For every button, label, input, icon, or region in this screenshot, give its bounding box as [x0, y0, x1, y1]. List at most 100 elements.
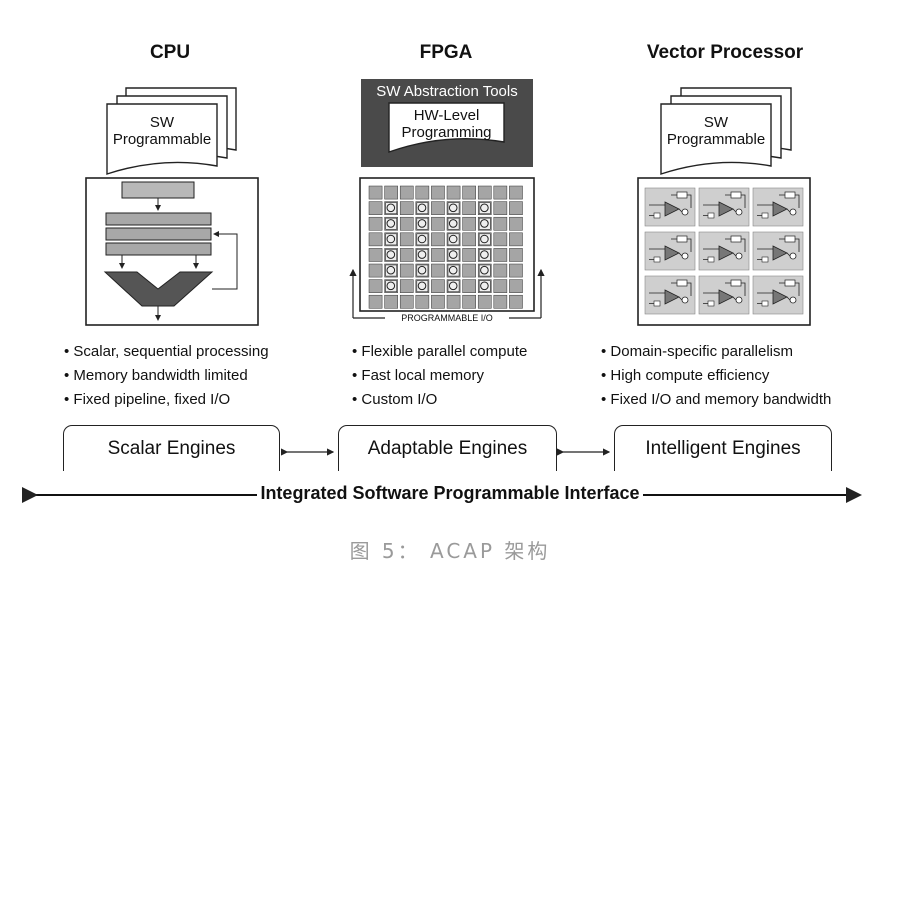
fpga-cell — [493, 294, 508, 309]
fpga-banner-label: SW Abstraction Tools — [376, 83, 518, 100]
fpga-cell — [493, 185, 508, 200]
vector-tile — [698, 187, 750, 227]
fpga-cell — [509, 279, 523, 293]
vector-tile — [752, 231, 804, 271]
fpga-cell — [509, 294, 523, 309]
list-item: Flexible parallel compute — [352, 340, 527, 364]
cpu-title: CPU — [149, 42, 191, 63]
list-item: Domain-specific parallelism — [601, 340, 831, 364]
fpga-cell — [462, 185, 476, 200]
fpga-cell — [399, 294, 414, 309]
fpga-cell — [477, 185, 492, 200]
fpga-cell — [368, 185, 383, 200]
fpga-cell — [477, 248, 492, 262]
vector-tile — [752, 275, 804, 315]
list-item: Custom I/O — [352, 388, 527, 412]
fpga-cell — [493, 248, 508, 262]
fpga-cell — [509, 263, 523, 278]
interface-label: Integrated Software Programmable Interfa… — [0, 483, 900, 504]
fpga-fabric — [359, 177, 535, 312]
fpga-cell — [399, 232, 414, 247]
fpga-cell — [415, 279, 430, 293]
scalar-engines-block: Scalar Engines — [63, 425, 280, 471]
list-item: Memory bandwidth limited — [64, 364, 269, 388]
fpga-cell — [368, 216, 383, 231]
fpga-cell — [493, 216, 508, 231]
fpga-cell — [509, 201, 523, 215]
list-item: Fast local memory — [352, 364, 527, 388]
fpga-cell — [399, 216, 414, 231]
fpga-cell — [477, 201, 492, 215]
fpga-cell — [431, 185, 445, 200]
fpga-cell — [384, 201, 398, 215]
fpga-title: FPGA — [419, 42, 473, 63]
fpga-cell — [477, 216, 492, 231]
fpga-cell — [493, 201, 508, 215]
fpga-cell — [431, 201, 445, 215]
fpga-cell — [509, 216, 523, 231]
fpga-cell — [509, 248, 523, 262]
fpga-cell — [384, 232, 398, 247]
fpga-cell — [415, 248, 430, 262]
fpga-cell — [368, 201, 383, 215]
fpga-cell — [477, 232, 492, 247]
fpga-cell — [368, 248, 383, 262]
fpga-cell — [431, 248, 445, 262]
vector-tile — [644, 275, 696, 315]
fpga-cell — [415, 294, 430, 309]
fpga-cell — [399, 201, 414, 215]
fpga-cell — [384, 263, 398, 278]
fpga-cell — [462, 216, 476, 231]
fpga-cell — [415, 232, 430, 247]
fpga-cell — [415, 263, 430, 278]
fpga-cell — [368, 279, 383, 293]
fpga-io-label: PROGRAMMABLE I/O — [401, 313, 493, 323]
fpga-cell — [415, 185, 430, 200]
fpga-cell — [493, 232, 508, 247]
fpga-cell — [509, 232, 523, 247]
fpga-cell — [462, 232, 476, 247]
fpga-cell — [493, 263, 508, 278]
fpga-cell — [446, 263, 461, 278]
vector-tile — [644, 231, 696, 271]
adaptable-engines-block: Adaptable Engines — [338, 425, 557, 471]
fpga-cell — [384, 185, 398, 200]
vector-feature-list: Domain-specific parallelism High compute… — [601, 340, 831, 412]
cpu-feature-list: Scalar, sequential processing Memory ban… — [64, 340, 269, 412]
fpga-cell — [399, 279, 414, 293]
fpga-cell — [462, 279, 476, 293]
fpga-cell — [431, 232, 445, 247]
fpga-cell — [446, 248, 461, 262]
vector-tile — [698, 231, 750, 271]
fpga-cell — [446, 232, 461, 247]
fpga-cell — [446, 185, 461, 200]
fpga-cell — [399, 248, 414, 262]
fpga-cell — [431, 263, 445, 278]
vector-tile — [752, 187, 804, 227]
fpga-cell — [384, 279, 398, 293]
fpga-cell — [446, 201, 461, 215]
fpga-feature-list: Flexible parallel compute Fast local mem… — [352, 340, 527, 412]
fpga-sw-abstraction-banner — [361, 79, 533, 167]
fpga-cell — [368, 263, 383, 278]
list-item: Scalar, sequential processing — [64, 340, 268, 364]
fpga-cell — [446, 294, 461, 309]
fpga-cell — [493, 279, 508, 293]
figure-caption: 图 5： ACAP 架构 — [349, 539, 551, 563]
fpga-cell — [477, 294, 492, 309]
intelligent-engines-block: Intelligent Engines — [614, 425, 832, 471]
fpga-cell — [384, 294, 398, 309]
fpga-cell — [462, 263, 476, 278]
fpga-cell — [446, 279, 461, 293]
fpga-cell — [477, 263, 492, 278]
fpga-cell — [462, 294, 476, 309]
fpga-cell — [431, 279, 445, 293]
list-item: Fixed I/O and memory bandwidth — [601, 388, 831, 412]
fpga-cell — [368, 232, 383, 247]
fpga-cell — [431, 294, 445, 309]
list-item: Fixed pipeline, fixed I/O — [64, 388, 269, 412]
vector-document-stack — [660, 87, 792, 175]
cpu-document-stack — [106, 87, 237, 175]
